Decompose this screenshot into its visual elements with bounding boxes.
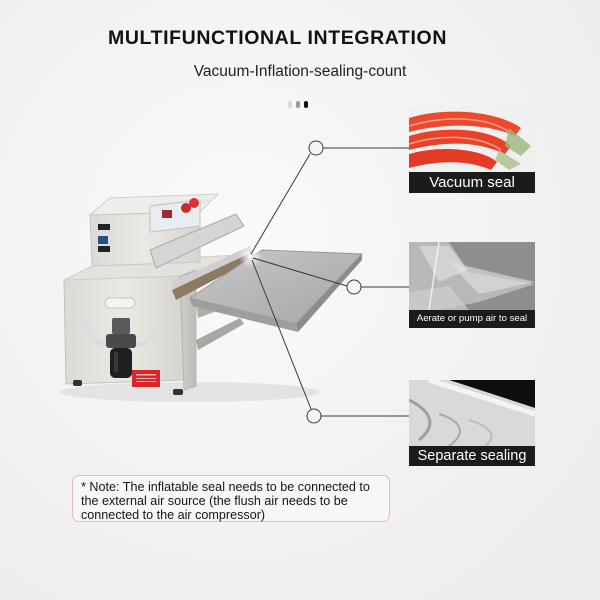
note-text: * Note: The inflatable seal needs to be … bbox=[81, 480, 370, 522]
pagination-dot-1[interactable] bbox=[288, 101, 292, 108]
feature-label: Aerate or pump air to seal bbox=[409, 310, 535, 328]
feature-card-vacuum-seal: Vacuum seal bbox=[409, 106, 535, 193]
note-box: * Note: The inflatable seal needs to be … bbox=[72, 475, 390, 522]
feature-label: Vacuum seal bbox=[409, 172, 535, 193]
page-subtitle: Vacuum-Inflation-sealing-count bbox=[193, 63, 407, 80]
feature-label: Separate sealing bbox=[409, 446, 535, 466]
carousel-pagination bbox=[288, 101, 308, 108]
pagination-dot-3-active[interactable] bbox=[304, 101, 308, 108]
callout-circle-separate bbox=[306, 408, 322, 424]
pagination-dot-2[interactable] bbox=[296, 101, 300, 108]
feature-card-separate-sealing: Separate sealing bbox=[409, 380, 535, 466]
feature-card-aerate-seal: Aerate or pump air to seal bbox=[409, 242, 535, 328]
callout-circle-aerate bbox=[346, 279, 362, 295]
page-title: MULTIFUNCTIONAL INTEGRATION bbox=[108, 27, 447, 49]
callout-circle-vacuum bbox=[308, 140, 324, 156]
